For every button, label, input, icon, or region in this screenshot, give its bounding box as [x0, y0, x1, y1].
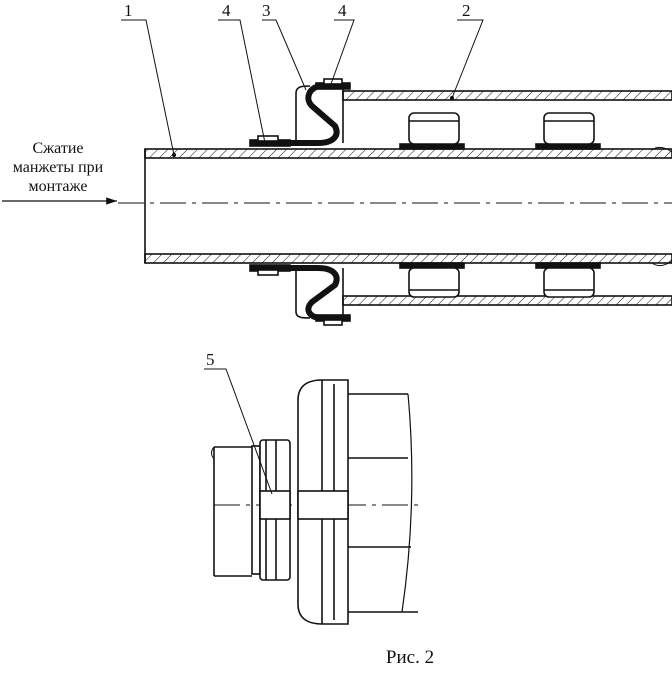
clamp-inner-bottom [249, 264, 291, 276]
spacer-supports [399, 112, 601, 298]
outer-casing-pipe [342, 86, 672, 316]
clamp-outer-top [315, 78, 351, 90]
spacer-bottom-1 [399, 262, 465, 298]
callout-4-left: 4 [222, 1, 231, 20]
callout-5: 5 [206, 350, 215, 369]
figure-caption: Рис. 2 [386, 647, 434, 668]
inner-pipe [118, 148, 672, 264]
spacer-bottom-2 [535, 262, 601, 298]
spacer-top-1 [399, 112, 465, 150]
annotation-line-3: монтаже [29, 178, 88, 195]
callout-2: 2 [462, 1, 471, 20]
rubber-cuff-bottom [250, 265, 350, 321]
cuff-detail-view [204, 368, 418, 625]
annotation-line-1: Сжатие [32, 140, 83, 157]
callout-1: 1 [124, 1, 133, 20]
leader-lines [121, 19, 484, 158]
spacer-top-2 [535, 112, 601, 150]
pipe-assembly-view [2, 19, 672, 326]
clamp-outer-bottom [315, 314, 351, 326]
rubber-cuff-top [250, 83, 350, 146]
clamp-inner-top [249, 135, 291, 147]
callout-3: 3 [262, 1, 271, 20]
annotation-line-2: манжеты при [13, 159, 104, 176]
callout-4-right: 4 [338, 1, 347, 20]
